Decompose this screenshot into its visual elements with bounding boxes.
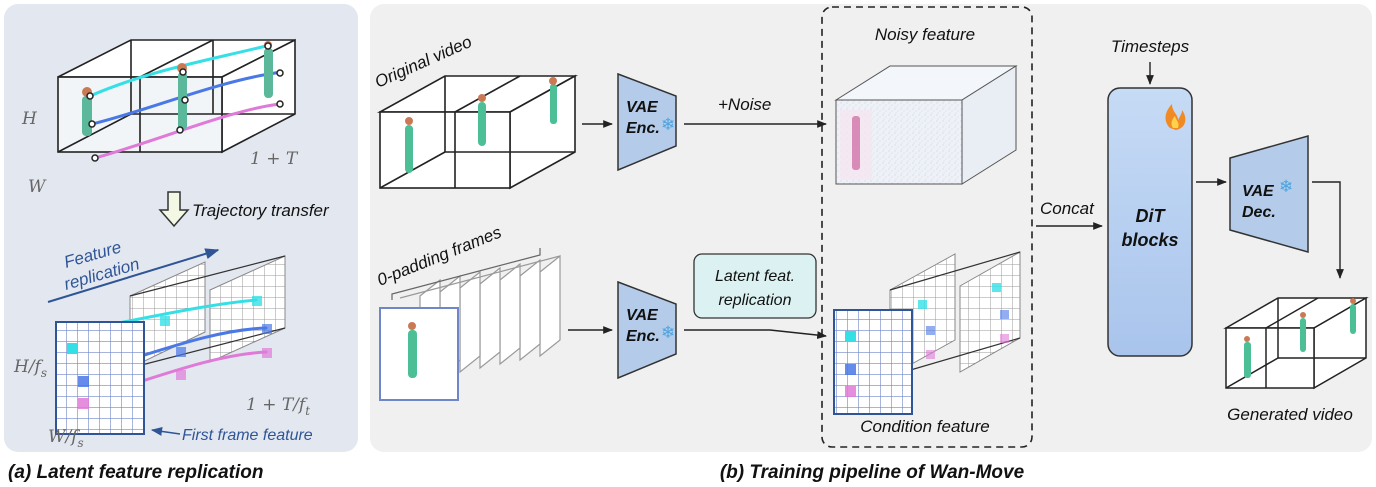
svg-text:Dec.: Dec.: [1242, 204, 1276, 221]
vae-encoder-bottom: VAE Enc. ❄: [617, 280, 677, 380]
person-figure-icon: [408, 322, 417, 378]
latent-t-label: 1 + T/ft: [246, 395, 310, 418]
feature-region: [821, 6, 1033, 448]
svg-text:VAE: VAE: [626, 307, 659, 324]
trajectory-transfer-label: Trajectory transfer: [192, 201, 330, 220]
dit-label-1: DiT: [1136, 206, 1167, 226]
video-frames-box: [57, 38, 296, 154]
vae-encoder-top: VAE Enc. ❄: [617, 72, 677, 172]
concat-label: Concat: [1040, 199, 1095, 218]
first-frame-label: First frame feature: [182, 427, 313, 444]
generated-video-label: Generated video: [1227, 405, 1353, 424]
svg-text:VAE: VAE: [1242, 183, 1275, 200]
snowflake-icon: ❄: [1279, 177, 1293, 196]
flame-icon: [1165, 104, 1186, 130]
noisy-feature-label: Noisy feature: [875, 25, 975, 44]
svg-text:Enc.: Enc.: [626, 120, 660, 137]
padding-brace: [391, 248, 541, 300]
arrow-dec-to-output: [1312, 181, 1344, 279]
latent-replication-label-1: Latent feat.: [715, 268, 795, 285]
latent-replication-box: [693, 253, 817, 319]
noisy-feature-cube: [834, 65, 1018, 185]
person-figure-icon: [1244, 298, 1356, 378]
latent-h-label: H/fs: [13, 357, 47, 380]
dim-h-label: H: [21, 109, 38, 129]
first-frame-grid: [55, 321, 145, 435]
dim-t-label: 1 + T: [250, 149, 299, 169]
feature-replication-arrow: [47, 248, 220, 303]
dim-w-label: W: [28, 177, 47, 197]
first-frame-arrow: [150, 426, 181, 436]
vae-decoder: VAE Dec. ❄: [1229, 135, 1309, 253]
condition-feature-label: Condition feature: [860, 417, 989, 436]
first-frame-image: [379, 307, 459, 401]
svg-text:VAE: VAE: [626, 99, 659, 116]
down-arrow-icon: [158, 191, 190, 228]
latent-w-label: W/fs: [48, 427, 84, 450]
snowflake-icon: ❄: [661, 115, 675, 134]
trajectory-points: [86, 42, 284, 162]
caption-a: (a) Latent feature replication: [8, 462, 264, 483]
dit-blocks: [1107, 87, 1193, 357]
condition-feature-grid: [833, 251, 1021, 415]
caption-b: (b) Training pipeline of Wan-Move: [720, 462, 1025, 483]
timesteps-label: Timesteps: [1111, 37, 1190, 56]
svg-text:Enc.: Enc.: [626, 328, 660, 345]
replication-arrow: [684, 329, 827, 339]
latent-replication-label-2: replication: [719, 292, 792, 309]
original-video-box: [376, 74, 579, 190]
person-figure-icon: [405, 77, 557, 173]
dit-label-2: blocks: [1121, 230, 1178, 250]
generated-video-box: [1223, 296, 1369, 390]
snowflake-icon: ❄: [661, 323, 675, 342]
noise-label: +Noise: [718, 95, 771, 114]
